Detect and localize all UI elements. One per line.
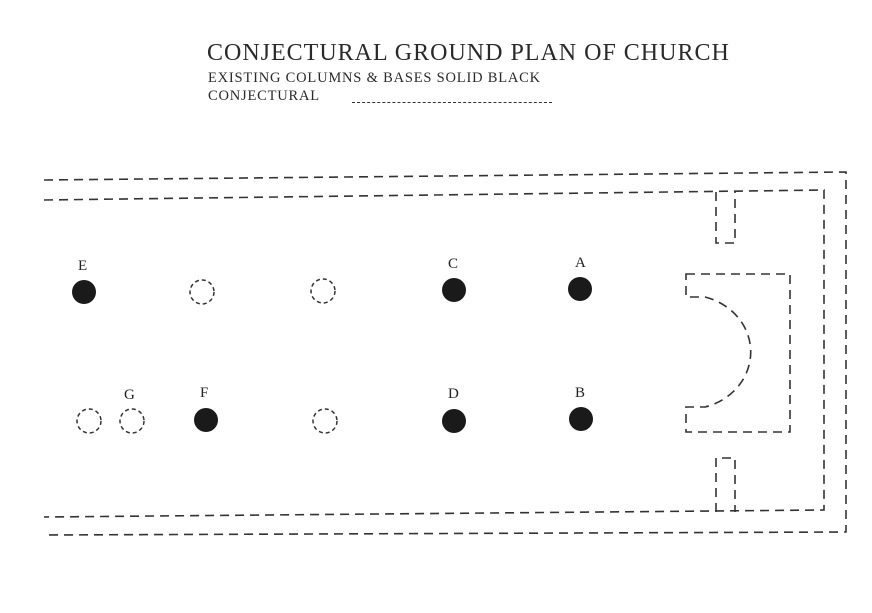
legend-dash-line [352, 102, 552, 103]
label-C: C [448, 256, 458, 272]
conjectural-column [310, 278, 336, 304]
outer-wall [43, 171, 847, 536]
column-C [442, 278, 466, 302]
plan-title: CONJECTURAL GROUND PLAN OF CHURCH [207, 40, 730, 66]
apse-block [685, 273, 791, 433]
label-B: B [575, 385, 585, 401]
upper-pier [715, 192, 736, 244]
column-E [72, 280, 96, 304]
conjectural-column [189, 279, 215, 305]
conjectural-column [312, 408, 338, 434]
label-D: D [448, 386, 459, 402]
inner-wall [43, 189, 825, 518]
label-F: F [200, 385, 208, 401]
conjectural-column [76, 408, 102, 434]
label-G: G [124, 387, 135, 403]
column-D [442, 409, 466, 433]
column-B [569, 407, 593, 431]
lower-pier [715, 457, 736, 512]
legend-conjectural-text: CONJECTURAL [208, 88, 320, 104]
column-G [119, 408, 145, 434]
label-A: A [575, 255, 586, 271]
legend-existing-text: EXISTING COLUMNS & BASES SOLID BLACK [208, 70, 541, 86]
label-E: E [78, 258, 87, 274]
column-F [194, 408, 218, 432]
column-A [568, 277, 592, 301]
